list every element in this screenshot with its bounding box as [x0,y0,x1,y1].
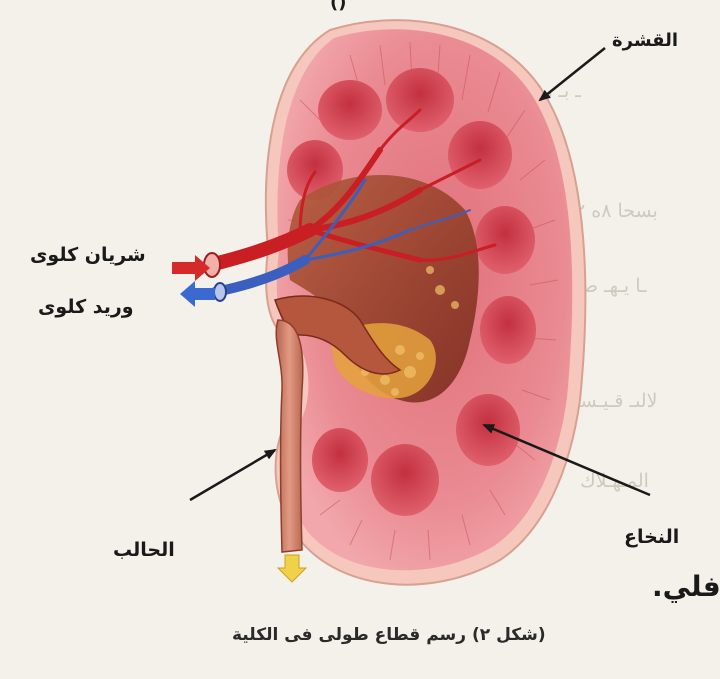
figure-caption: (شكل ٢) رسم قطاع طولى فى الكلية [232,625,546,645]
label-renal-vein: وريد كلوى [38,296,134,318]
cortex-pointer [540,48,605,100]
pyramid [448,121,512,189]
urine-flow-arrow [278,555,306,582]
pyramid [318,80,382,140]
pyramid [456,394,520,466]
pyramid [371,444,439,516]
pyramid [386,68,454,132]
top-fragment: () [330,0,346,13]
pyramid [480,296,536,364]
pyramid [312,428,368,492]
vein-flow-arrow [180,281,215,307]
label-cortex: القشرة [612,30,678,51]
overflow-text: فلي. [652,570,720,603]
label-ureter: الحالب [113,539,175,561]
ureter-pointer [190,450,275,500]
renal-vein-opening [214,283,226,301]
pyramid [475,206,535,274]
label-renal-artery: شريان كلوى [30,244,146,266]
ureter [276,320,303,552]
label-medulla: النخاع [624,526,679,548]
